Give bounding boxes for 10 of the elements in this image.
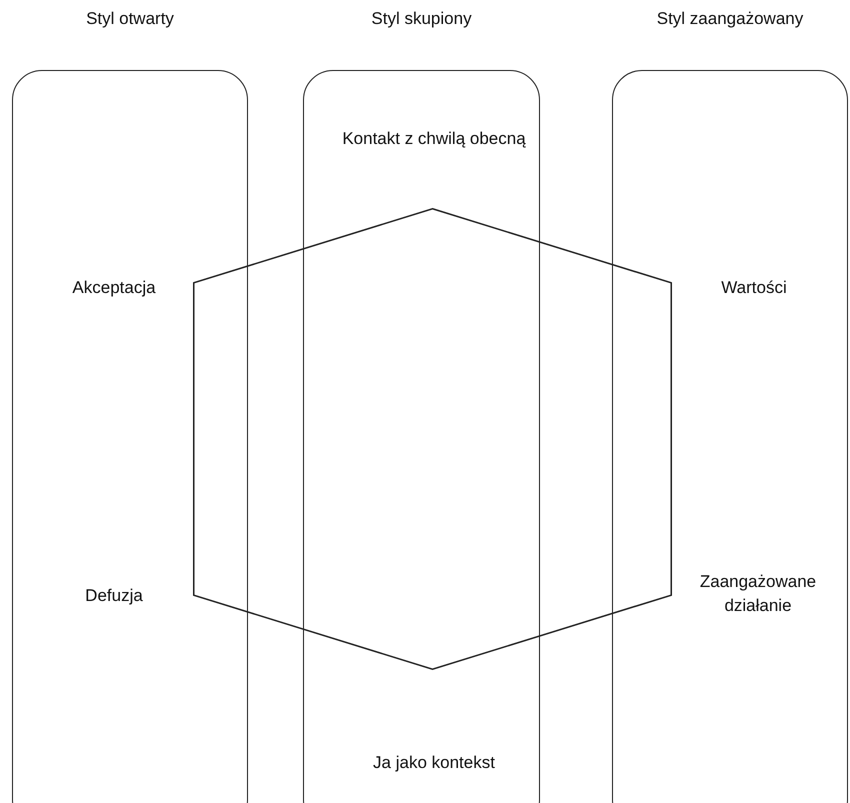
process-label: Kontakt z chwilą obecną (319, 127, 549, 151)
column-heading: Styl skupiony (370, 9, 473, 29)
process-label: Zaangażowane działanie (668, 570, 848, 618)
process-label: Wartości (681, 276, 827, 300)
process-label: Defuzja (41, 584, 187, 608)
process-label: Ja jako kontekst (361, 751, 507, 775)
column-heading: Styl otwarty (85, 9, 175, 29)
column-heading: Styl zaangażowany (656, 9, 804, 29)
hexagon-outline (193, 208, 672, 670)
process-label: Akceptacja (41, 276, 187, 300)
